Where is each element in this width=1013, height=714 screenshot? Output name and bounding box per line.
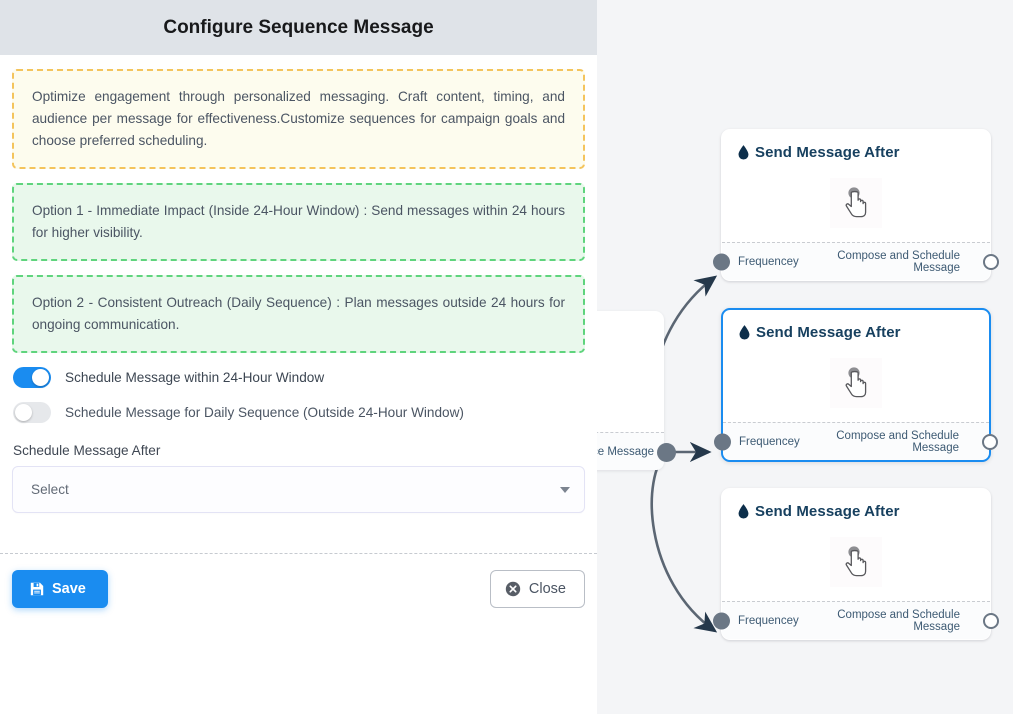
node-footer: Frequencey Compose and Schedule Message — [713, 601, 999, 639]
droplet-icon — [739, 325, 750, 340]
page-title: Configure Sequence Message — [163, 16, 434, 38]
node-compose-label[interactable]: Compose and Schedule Message — [837, 608, 960, 633]
toggle-label-within-24h: Schedule Message within 24-Hour Window — [65, 370, 325, 385]
toggle-row-within-24h[interactable]: Schedule Message within 24-Hour Window — [13, 367, 585, 388]
upstream-node-foot-label: ce Message — [597, 432, 664, 470]
close-button[interactable]: Close — [489, 570, 585, 608]
close-button-label: Close — [528, 581, 566, 597]
panel-footer: Save Close — [0, 554, 597, 644]
info-callout-option-1: Option 1 - Immediate Impact (Inside 24-H… — [12, 183, 585, 261]
node-output-port[interactable] — [982, 433, 998, 450]
node-body: Send Message After — [722, 130, 990, 242]
select-value: Select — [31, 482, 69, 497]
chevron-down-icon — [560, 486, 570, 493]
floppy-disk-icon — [30, 582, 44, 596]
node-title-text: Send Message After — [756, 324, 901, 341]
info-callout-overview: Optimize engagement through personalized… — [12, 69, 585, 169]
source-output-port[interactable] — [657, 443, 676, 462]
info-callout-option-2: Option 2 - Consistent Outreach (Daily Se… — [12, 275, 585, 353]
droplet-icon — [738, 145, 749, 160]
node-frequency-label[interactable]: Frequencey — [738, 255, 799, 268]
node-title-text: Send Message After — [755, 144, 900, 161]
node-title-row: Send Message After — [739, 324, 973, 341]
node-frequency-label[interactable]: Frequencey — [738, 614, 799, 627]
node-title-row: Send Message After — [738, 144, 974, 161]
configure-sequence-panel: Configure Sequence Message Optimize enga… — [0, 0, 597, 644]
node-footer: Frequencey Compose and Schedule Message — [713, 242, 999, 280]
node-send-message-after-2[interactable]: Send Message After Frequencey Compose an… — [714, 308, 998, 462]
node-footer: Frequencey Compose and Schedule Message — [714, 422, 998, 460]
upstream-node-partial[interactable]: ce Message — [597, 311, 664, 470]
node-body: Send Message After — [722, 489, 990, 601]
panel-header: Configure Sequence Message — [0, 0, 597, 55]
flow-canvas[interactable]: ce Message Send Message After — [597, 0, 1013, 714]
save-button[interactable]: Save — [12, 570, 108, 608]
tap-hand-icon — [830, 178, 882, 228]
node-input-port[interactable] — [713, 612, 730, 629]
toggle-knob — [15, 404, 32, 421]
footer-divider — [0, 553, 597, 554]
node-output-port[interactable] — [983, 253, 999, 270]
node-body: Send Message After — [723, 310, 989, 422]
node-send-message-after-1[interactable]: Send Message After Frequencey Compose an… — [713, 129, 999, 281]
node-compose-label[interactable]: Compose and Schedule Message — [836, 429, 959, 454]
node-title-row: Send Message After — [738, 503, 974, 520]
schedule-message-after-select[interactable]: Select — [12, 466, 585, 513]
schedule-message-after-label: Schedule Message After — [13, 443, 161, 458]
node-send-message-after-3[interactable]: Send Message After Frequencey Compose an… — [713, 488, 999, 640]
node-compose-label[interactable]: Compose and Schedule Message — [837, 249, 960, 274]
node-title-text: Send Message After — [755, 503, 900, 520]
panel-body: Optimize engagement through personalized… — [0, 55, 597, 513]
toggle-schedule-within-24h[interactable] — [13, 367, 51, 388]
circle-x-icon — [505, 581, 521, 597]
toggle-label-daily-sequence: Schedule Message for Daily Sequence (Out… — [65, 405, 464, 420]
toggle-schedule-daily-sequence[interactable] — [13, 402, 51, 423]
tap-hand-icon — [830, 358, 882, 408]
node-output-port[interactable] — [983, 612, 999, 629]
toggle-knob — [32, 369, 49, 386]
node-input-port[interactable] — [713, 253, 730, 270]
tap-hand-icon — [830, 537, 882, 587]
save-button-label: Save — [52, 581, 86, 597]
toggle-row-daily-sequence[interactable]: Schedule Message for Daily Sequence (Out… — [13, 402, 585, 423]
droplet-icon — [738, 504, 749, 519]
node-input-port[interactable] — [714, 433, 731, 450]
node-frequency-label[interactable]: Frequencey — [739, 435, 800, 448]
